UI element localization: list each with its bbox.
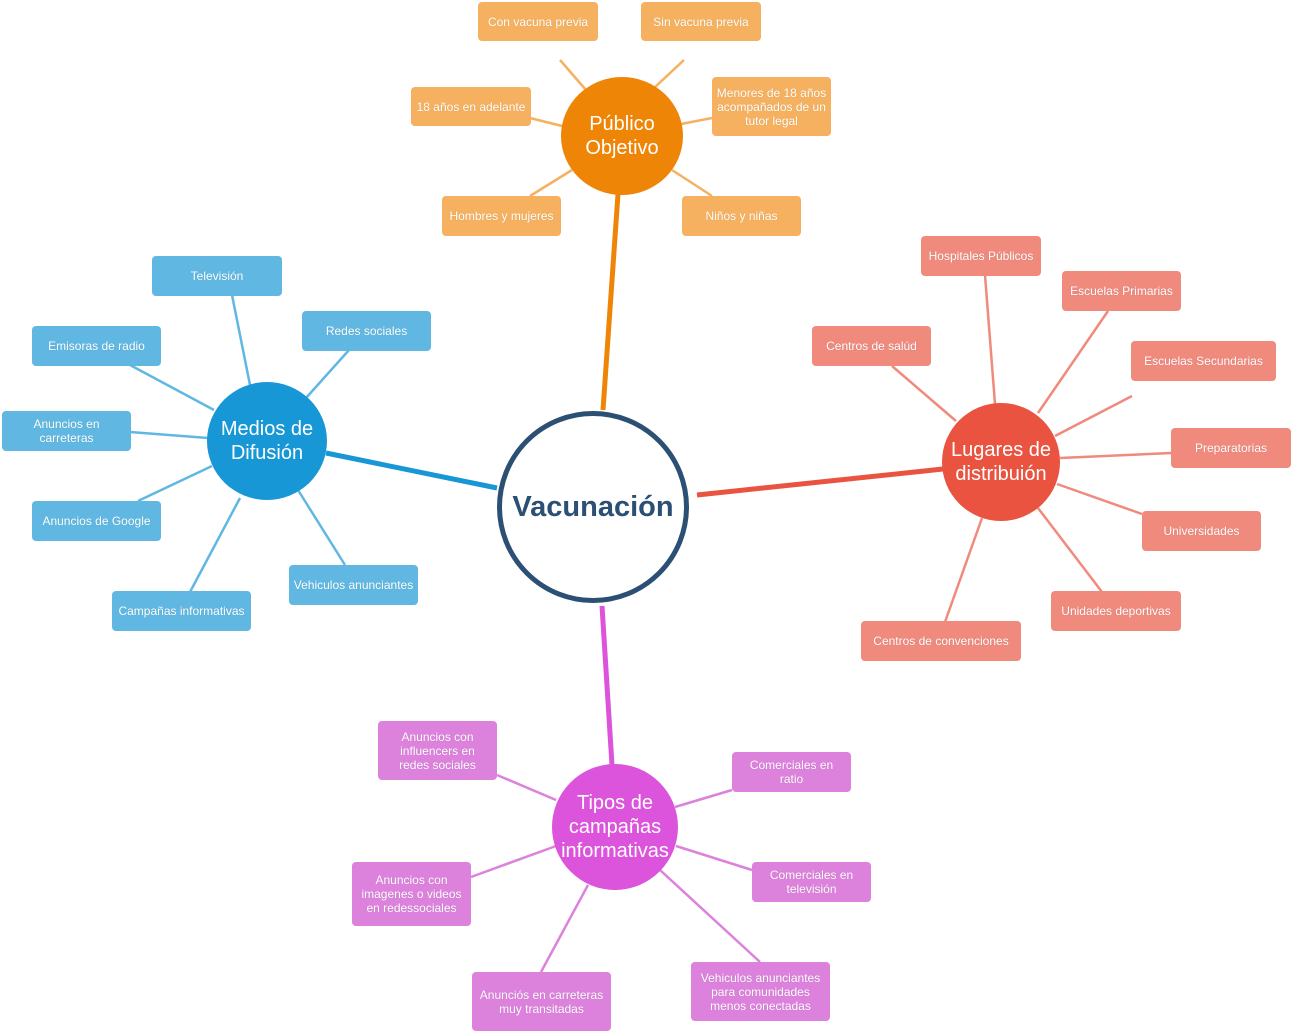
connector-center-tipos xyxy=(599,605,615,766)
connector-publico-leaf xyxy=(671,168,713,198)
connector-medios-leaf xyxy=(137,464,213,503)
connector-lugares-leaf xyxy=(983,274,997,405)
leaf-ninos-ninas: Niños y niñas xyxy=(682,196,801,236)
leaf-label: Niños y niñas xyxy=(705,209,778,223)
leaf-label: Anuncios con imagenes o videos en redess… xyxy=(361,873,462,915)
connector-center-publico xyxy=(600,193,621,411)
leaf-con-vacuna-previa: Con vacuna previa xyxy=(478,2,598,41)
leaf-label: Comerciales en ratio xyxy=(749,758,834,786)
connector-medios-leaf xyxy=(129,363,215,412)
leaf-label: Universidades xyxy=(1163,524,1240,538)
leaf-anuncios-carreteras-transitadas: Anunciós en carreteras muy transitadas xyxy=(472,972,611,1031)
leaf-label: Menores de 18 años acompañados de un tut… xyxy=(716,85,827,128)
leaf-label: Hospitales Públicos xyxy=(928,249,1034,263)
connector-tipos-leaf xyxy=(675,844,753,872)
connector-publico-leaf xyxy=(680,116,713,126)
leaf-unidades-deportivas: Unidades deportivas xyxy=(1051,591,1181,631)
leaf-label: Televisión xyxy=(190,269,244,283)
leaf-escuelas-primarias: Escuelas Primarias xyxy=(1062,271,1181,311)
leaf-label: Anuncios con influencers en redes social… xyxy=(399,729,476,772)
branch-lugares-de-distribucion: Lugares de distribuión xyxy=(942,403,1060,521)
leaf-label: Anuncios en carreteras xyxy=(33,417,100,445)
leaf-18-anos: 18 años en adelante xyxy=(411,87,531,126)
connector-lugares-leaf xyxy=(1037,507,1103,593)
leaf-label: Con vacuna previa xyxy=(487,14,589,29)
connector-publico-leaf xyxy=(653,59,685,89)
leaf-redes-sociales: Redes sociales xyxy=(302,311,431,351)
leaf-label: Unidades deportivas xyxy=(1061,604,1171,618)
leaf-hombres-mujeres: Hombres y mujeres xyxy=(442,196,561,236)
connector-medios-leaf xyxy=(305,349,350,399)
connector-tipos-leaf xyxy=(496,773,557,802)
leaf-anuncios-carreteras: Anuncios en carreteras xyxy=(2,411,131,451)
connector-tipos-leaf xyxy=(470,844,557,879)
leaf-label: Centros de convenciones xyxy=(873,634,1009,648)
leaf-vehiculos-comunidades: Vehiculos anunciantes para comunidades m… xyxy=(691,962,830,1021)
leaf-centros-convenciones: Centros de convenciones xyxy=(861,621,1021,661)
leaf-label: Anunciós en carreteras muy transitadas xyxy=(479,987,604,1016)
leaf-label: Redes sociales xyxy=(325,324,408,338)
central-topic-label: Vacunación xyxy=(512,490,674,523)
branch-label: Medios de Difusión xyxy=(220,418,314,464)
leaf-anuncios-google: Anuncios de Google xyxy=(32,501,161,541)
leaf-comerciales-television: Comerciales en televisión xyxy=(752,862,871,902)
branch-label: Lugares de distribuión xyxy=(950,439,1052,485)
connector-publico-leaf xyxy=(559,59,587,91)
leaf-label: Escuelas Secundarias xyxy=(1144,354,1263,368)
leaf-label: Comerciales en televisión xyxy=(769,868,854,896)
connector-publico-leaf xyxy=(529,116,563,128)
connector-lugares-leaf xyxy=(1059,451,1172,460)
leaf-sin-vacuna-previa: Sin vacuna previa xyxy=(641,2,761,41)
leaf-universidades: Universidades xyxy=(1142,511,1261,551)
branch-label: Público Objetivo xyxy=(585,113,659,159)
leaf-label: Vehiculos anunciantes xyxy=(293,578,414,592)
connector-medios-leaf xyxy=(230,294,252,386)
leaf-label: Vehiculos anunciantes para comunidades m… xyxy=(700,970,821,1013)
leaf-emisoras-radio: Emisoras de radio xyxy=(32,326,161,366)
leaf-vehiculos-anunciantes: Vehiculos anunciantes xyxy=(289,565,418,605)
leaf-label: Sin vacuna previa xyxy=(653,14,749,29)
leaf-label: Escuelas Primarias xyxy=(1070,284,1173,298)
connector-medios-leaf xyxy=(129,430,209,440)
connector-lugares-leaf xyxy=(943,517,984,623)
central-topic: Vacunación xyxy=(497,411,689,603)
connector-lugares-leaf xyxy=(1036,310,1110,414)
leaf-label: Anuncios de Google xyxy=(42,514,151,528)
branch-tipos-de-campanas: Tipos de campañas informativas xyxy=(552,764,678,890)
leaf-label: Centros de salúd xyxy=(826,339,917,353)
leaf-label: Campañas informativas xyxy=(118,604,245,618)
leaf-label: Hombres y mujeres xyxy=(449,209,554,223)
leaf-campanas-informativas: Campañas informativas xyxy=(112,591,251,631)
connector-lugares-leaf xyxy=(891,365,957,422)
connector-tipos-leaf xyxy=(674,788,733,809)
leaf-television: Televisión xyxy=(152,256,282,296)
leaf-hospitales-publicos: Hospitales Públicos xyxy=(921,236,1041,276)
connector-center-lugares xyxy=(696,466,944,498)
connector-center-medios xyxy=(325,450,498,491)
connector-publico-leaf xyxy=(529,168,573,198)
connector-lugares-leaf xyxy=(1056,482,1143,516)
leaf-centros-salud: Centros de salúd xyxy=(812,326,931,366)
leaf-label: Emisoras de radio xyxy=(48,339,145,353)
leaf-escuelas-secundarias: Escuelas Secundarias xyxy=(1131,341,1276,381)
connector-lugares-leaf xyxy=(1054,394,1133,438)
leaf-comerciales-ratio: Comerciales en ratio xyxy=(732,752,851,792)
branch-label: Tipos de campañas informativas xyxy=(561,792,669,862)
leaf-label: Preparatorias xyxy=(1194,441,1268,455)
connector-medios-leaf xyxy=(296,489,347,566)
connector-medios-leaf xyxy=(188,497,242,593)
leaf-menores-18: Menores de 18 años acompañados de un tut… xyxy=(712,77,831,136)
connector-tipos-leaf xyxy=(659,869,761,963)
leaf-anuncios-influencers: Anuncios con influencers en redes social… xyxy=(378,721,497,780)
leaf-label: 18 años en adelante xyxy=(416,99,526,114)
branch-publico-objetivo: Público Objetivo xyxy=(561,77,683,195)
connector-tipos-leaf xyxy=(539,884,590,973)
branch-medios-de-difusion: Medios de Difusión xyxy=(207,382,327,500)
leaf-preparatorias: Preparatorias xyxy=(1171,428,1291,468)
leaf-anuncios-imagenes-videos: Anuncios con imagenes o videos en redess… xyxy=(352,862,471,926)
